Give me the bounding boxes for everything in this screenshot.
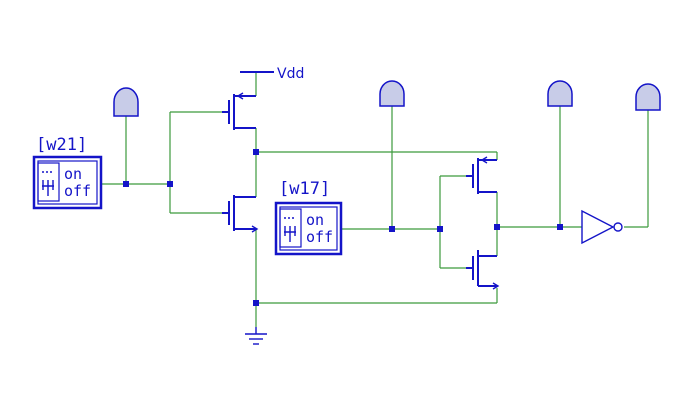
switch-w21[interactable]: [w21] on off [32, 135, 103, 210]
junction-dot [389, 226, 395, 232]
switch-w17-label: [w17] [279, 179, 330, 199]
probe-icon[interactable] [379, 80, 405, 107]
vdd-label: Vdd [277, 66, 304, 82]
nmos-transistor [466, 250, 500, 290]
ground-icon [245, 327, 267, 345]
inverter-icon [581, 209, 623, 245]
junctions [123, 149, 563, 306]
pmos-transistor [466, 156, 497, 194]
switch-w21-label: [w21] [36, 135, 87, 155]
wires [102, 72, 649, 327]
switch-icon [37, 162, 60, 202]
switch-w21-on: on [64, 165, 82, 183]
probe-icon[interactable] [547, 80, 573, 107]
junction-dot [167, 181, 173, 187]
switch-box[interactable] [32, 155, 103, 210]
switch-icon [279, 208, 302, 248]
probe-2[interactable] [379, 80, 405, 107]
probe-4[interactable] [635, 83, 661, 111]
nmos-transistor [222, 195, 259, 233]
probe-icon[interactable] [113, 87, 139, 117]
pmos-transistor [222, 92, 256, 130]
switch-box[interactable] [274, 201, 343, 256]
probe-icon[interactable] [635, 83, 661, 111]
switch-w17-on: on [306, 211, 324, 229]
junction-dot [253, 149, 259, 155]
junction-dot [253, 300, 259, 306]
junction-dot [437, 226, 443, 232]
junction-dot [123, 181, 129, 187]
vdd-supply: Vdd [240, 66, 304, 82]
junction-dot [557, 224, 563, 230]
probe-1[interactable] [113, 87, 139, 117]
probe-3[interactable] [547, 80, 573, 107]
switch-w21-off: off [64, 182, 91, 200]
switch-w17[interactable]: [w17] on off [274, 179, 343, 256]
switch-w17-off: off [306, 228, 333, 246]
junction-dot [494, 224, 500, 230]
